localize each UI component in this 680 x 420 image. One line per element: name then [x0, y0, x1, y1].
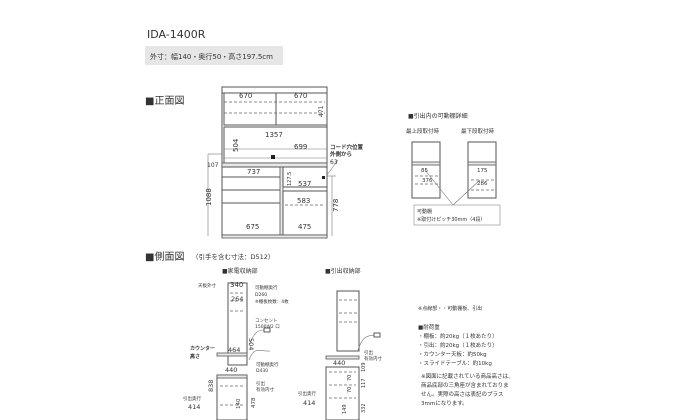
remark-2: せん。実際の高さは表記のプラス	[421, 390, 503, 398]
appliance-drawer-depth: 414	[188, 403, 200, 411]
appliance-upper-height: 504	[247, 338, 255, 350]
note-dotted: ※点線部・・可動棚板、引出	[418, 305, 482, 312]
remark-3: 3mmになります。	[421, 400, 468, 407]
drawer-depth-label: 引出奥行	[298, 390, 316, 397]
dim-counter-offset: 107	[207, 162, 219, 169]
dim-upper-right: 670	[294, 92, 307, 100]
cord-label-1: コード穴位置	[330, 143, 364, 151]
drawer-depth: 414	[303, 399, 315, 407]
dim-upper-left: 670	[239, 92, 252, 100]
appliance-h478: 478	[251, 397, 257, 408]
side-view-subtitle: （引手を含む寸法：D512）	[192, 252, 274, 261]
outlet-label: コンセント	[255, 318, 278, 324]
shelf-bottom-dim-a: 175	[477, 168, 488, 174]
shelf-detail-drawing	[411, 141, 501, 226]
appliance-lower-depth: 440	[225, 366, 237, 374]
shelf-top-dim-b: 376	[422, 178, 433, 184]
appliance-shelf-count: ※棚板枚数：4枚	[255, 298, 289, 305]
shelf-bottom-label: 最下段取付時	[461, 127, 495, 135]
shelf-top-label: 最上段取付時	[406, 127, 440, 135]
shelf-detail-title: ■引出内の可動棚詳細	[408, 112, 468, 120]
appliance-outer-label: 天板外寸	[198, 282, 216, 289]
appliance-drawer-inner-1: 引出	[256, 380, 265, 387]
drawer-d70b: 70	[347, 387, 353, 393]
appliance-shelf-depth: D260	[255, 292, 267, 298]
dim-right-lower: 778	[332, 199, 340, 212]
drawer-h117: 117	[361, 378, 367, 388]
load-item-1: ・引出：約20kg（１枚あたり）	[418, 341, 498, 349]
drawer-h332: 332	[361, 403, 367, 413]
appliance-side-drawing	[216, 282, 271, 420]
load-item-3: ・スライドテーブル：約10kg	[418, 359, 492, 367]
model-name: IDA-1400R	[147, 28, 206, 41]
counter-label-1: カウンター	[190, 345, 215, 352]
dim-total-lower: 1088	[205, 188, 213, 206]
dimensions-text: 外寸：幅140・奥行50・高さ197.5cm	[150, 52, 273, 61]
appliance-lower-height: 838	[207, 380, 215, 392]
dim-drawer-mid: 583	[297, 197, 310, 205]
dimensions-box	[145, 46, 283, 65]
appliance-top-depth: 340	[230, 281, 243, 289]
drawer-d149: 149	[342, 404, 348, 414]
cord-label-2: 外側から	[330, 150, 352, 158]
slide-depth-label: 可動棚奥行	[256, 361, 279, 368]
remark-1: 商品底部の三角座が含まれておりま	[421, 381, 509, 389]
dim-cord-offset: 699	[294, 143, 307, 151]
drawer-side-drawing	[325, 290, 381, 420]
shelf-callout-2: ※取付けピッチ30mm（4段）	[417, 216, 485, 223]
side-view-title: ■側面図	[145, 250, 184, 263]
dim-lower-right: 475	[298, 223, 311, 231]
load-title: ■耐荷重	[418, 323, 440, 331]
drawer-lower-depth: 440	[333, 359, 345, 367]
counter-label-2: 高さ	[190, 353, 200, 360]
load-item-2: ・カウンター天板：約50kg	[418, 350, 487, 358]
dim-drawer-right: 537	[298, 180, 311, 188]
appliance-inner-depth: 264	[231, 295, 243, 303]
shelf-callout-1: 可動棚	[417, 208, 432, 215]
slide-depth: D430	[256, 368, 268, 374]
dim-cord-side: 63	[330, 159, 338, 166]
dim-drawer-top: 737	[247, 168, 260, 176]
drawer-section-title: ■引出収納部	[325, 267, 361, 275]
dim-upper-height: 471	[318, 105, 325, 117]
front-view-drawing	[207, 86, 339, 239]
appliance-counter-depth: 464	[228, 346, 240, 354]
drawer-d70a: 70	[347, 375, 353, 381]
dim-open-height: 504	[232, 138, 240, 152]
appliance-drawer-depth-label: 引出奥行	[183, 395, 201, 402]
appliance-title: ■家電収納部	[222, 267, 258, 275]
drawer-inner-2: 有効内寸	[364, 355, 382, 362]
remark-0: ※図面に記載されている商品高さは、	[421, 372, 513, 380]
front-view-title: ■正面図	[145, 95, 184, 107]
appliance-drawer-inner-2: 有効内寸	[256, 386, 274, 393]
drawer-inner-1: 引出	[364, 349, 373, 356]
appliance-h140: 140	[236, 398, 242, 409]
dim-slide-height: 127.5	[287, 172, 293, 186]
drawer-h109: 109	[361, 362, 367, 372]
dim-open-width: 1357	[265, 131, 283, 139]
shelf-top-dim-a: 85	[421, 168, 428, 174]
dim-lower-left: 675	[246, 223, 259, 231]
appliance-shelf-depth-label: 可動棚奥行	[255, 284, 278, 291]
shelf-bottom-dim-b: 286	[477, 181, 488, 187]
load-item-0: ・棚板：約20kg（１枚あたり）	[418, 332, 498, 340]
outlet-spec: 1500W2 口	[255, 324, 280, 330]
